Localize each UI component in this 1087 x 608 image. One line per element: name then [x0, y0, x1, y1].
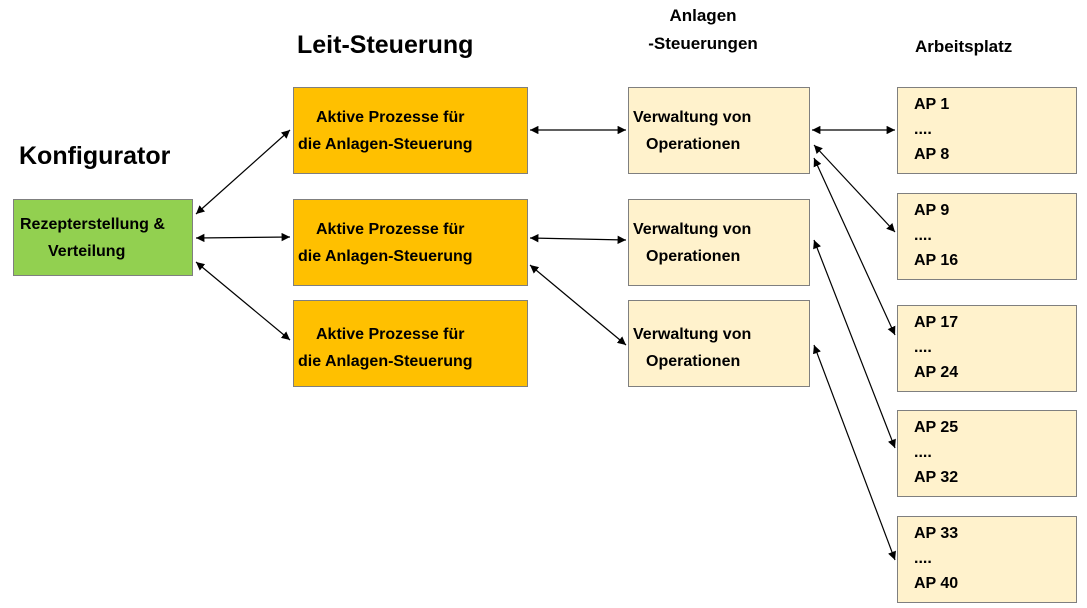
heading-anlagen-line2: -Steuerungen [648, 34, 758, 53]
ap-box-5: AP 33 .... AP 40 [897, 516, 1077, 603]
ap-box-dots: .... [914, 121, 932, 138]
ap-box-first: AP 1 [914, 96, 950, 113]
ap-box-dots: .... [914, 227, 932, 244]
arrow-leit-anlagen-3 [529, 264, 627, 346]
ap-box-last: AP 16 [914, 252, 959, 269]
anlagen-box-line1: Verwaltung von [633, 220, 752, 238]
anlagen-box-line2: Operationen [646, 247, 741, 265]
anlagen-box-line1: Verwaltung von [633, 108, 752, 126]
arrow-anlagen-ap-5 [813, 344, 896, 561]
ap-box-dots: .... [914, 339, 932, 356]
heading-anlagen-line1: Anlagen [669, 6, 737, 25]
leit-box-2: Aktive Prozesse für die Anlagen-Steuerun… [293, 199, 528, 286]
arrow-anlagen-ap-3 [813, 157, 896, 336]
leit-box-1: Aktive Prozesse für die Anlagen-Steuerun… [293, 87, 528, 174]
arrow-leit-anlagen-2 [529, 233, 627, 245]
leit-box-line2: die Anlagen-Steuerung [298, 352, 473, 370]
heading-konfigurator: Konfigurator [19, 142, 171, 170]
anlagen-box-line1: Verwaltung von [633, 325, 752, 343]
heading-arbeitsplatz: Arbeitsplatz [915, 37, 1013, 56]
leit-box-line2: die Anlagen-Steuerung [298, 135, 473, 153]
konfigurator-box-line1: Rezepterstellung & [20, 215, 165, 233]
arrow-anlagen-ap-4 [813, 239, 896, 449]
anlagen-box-3: Verwaltung von Operationen [628, 300, 810, 387]
ap-box-last: AP 32 [914, 469, 959, 486]
anlagen-box-1: Verwaltung von Operationen [628, 87, 810, 174]
ap-box-first: AP 9 [914, 202, 950, 219]
ap-box-dots: .... [914, 444, 932, 461]
ap-box-last: AP 40 [914, 575, 959, 592]
heading-leit-steuerung: Leit-Steuerung [297, 31, 474, 59]
ap-box-first: AP 17 [914, 314, 959, 331]
anlagen-box-line2: Operationen [646, 352, 741, 370]
ap-box-4: AP 25 .... AP 32 [897, 410, 1077, 497]
ap-box-last: AP 24 [914, 364, 959, 381]
anlagen-box-2: Verwaltung von Operationen [628, 199, 810, 286]
arrow-konfig-leit-3 [195, 261, 291, 341]
ap-box-1: AP 1 .... AP 8 [897, 87, 1077, 174]
konfigurator-box-line2: Verteilung [48, 242, 126, 260]
anlagen-box-line2: Operationen [646, 135, 741, 153]
arrow-konfig-leit-1 [195, 129, 291, 215]
ap-box-last: AP 8 [914, 146, 950, 163]
leit-box-line1: Aktive Prozesse für [316, 325, 465, 343]
leit-box-3: Aktive Prozesse für die Anlagen-Steuerun… [293, 300, 528, 387]
leit-box-line1: Aktive Prozesse für [316, 220, 465, 238]
ap-box-2: AP 9 .... AP 16 [897, 193, 1077, 280]
leit-box-line2: die Anlagen-Steuerung [298, 247, 473, 265]
leit-box-line1: Aktive Prozesse für [316, 108, 465, 126]
ap-box-3: AP 17 .... AP 24 [897, 305, 1077, 392]
ap-box-first: AP 25 [914, 419, 959, 436]
konfigurator-box: Rezepterstellung & Verteilung [13, 199, 193, 276]
heading-anlagen-steuerungen: Anlagen -Steuerungen [633, 2, 773, 58]
ap-box-dots: .... [914, 550, 932, 567]
ap-box-first: AP 33 [914, 525, 959, 542]
arrow-konfig-leit-2 [195, 232, 291, 243]
arrow-anlagen-ap-2 [813, 144, 896, 233]
